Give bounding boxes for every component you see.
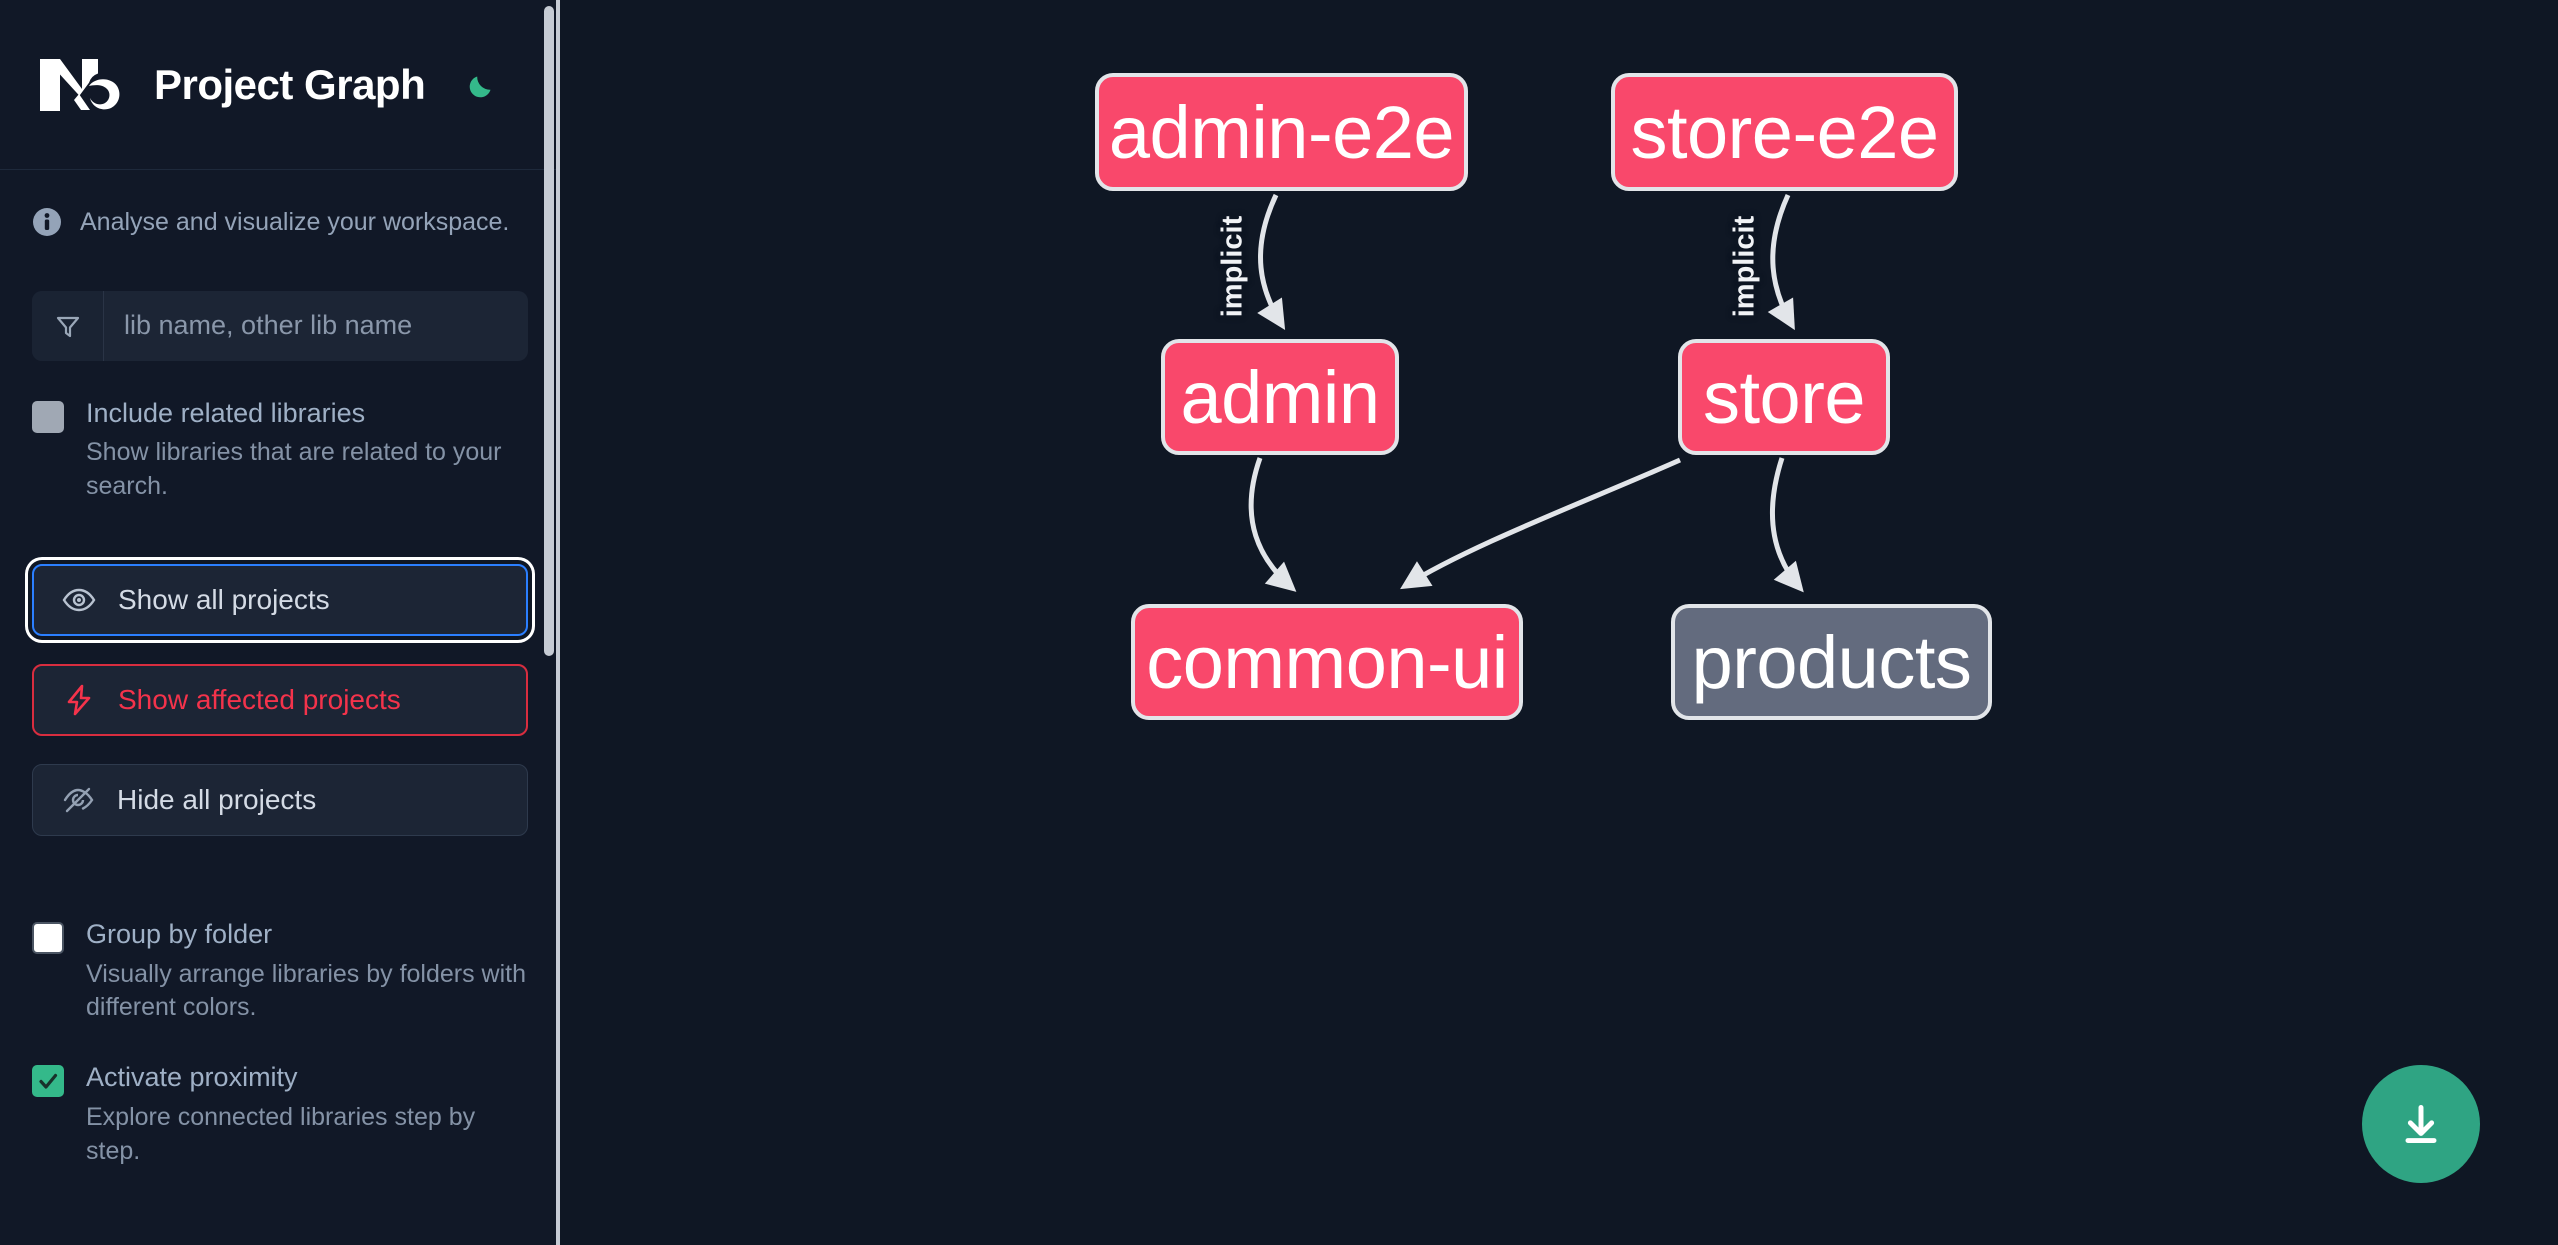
search-input[interactable] [104, 290, 528, 361]
sidebar-edge [556, 0, 560, 1245]
node-label: admin-e2e [1108, 90, 1455, 174]
node-label: store-e2e [1630, 90, 1939, 174]
option-group-by-folder[interactable]: Group by folder Visually arrange librari… [0, 882, 560, 1025]
graph-node-admin-e2e[interactable]: admin-e2e [1095, 73, 1468, 191]
hide-all-projects-label: Hide all projects [117, 783, 317, 815]
show-affected-projects-label: Show affected projects [118, 683, 401, 715]
activate-proximity-label: Activate proximity [86, 1062, 298, 1092]
info-icon [32, 207, 62, 237]
graph-edges [1248, 193, 1804, 593]
workspace-description: Analyse and visualize your workspace. [0, 170, 560, 239]
node-label: store [1702, 355, 1866, 439]
graph-node-store[interactable]: store [1678, 339, 1890, 455]
sidebar-header: Project Graph [0, 0, 560, 170]
search-input-wrapper[interactable] [32, 290, 528, 361]
sidebar-scrollbar[interactable] [544, 6, 554, 656]
checkmark-icon [39, 1073, 58, 1089]
node-label: products [1691, 620, 1972, 704]
option-activate-proximity[interactable]: Activate proximity Explore connected lib… [0, 1025, 560, 1168]
activate-proximity-checkbox[interactable] [32, 1065, 64, 1097]
show-affected-projects-button[interactable]: Show affected projects [32, 663, 528, 736]
node-label: common-ui [1146, 620, 1508, 704]
group-by-folder-sublabel: Visually arrange libraries by folders wi… [86, 959, 527, 1022]
graph-node-products[interactable]: products [1671, 604, 1992, 720]
group-by-folder-label: Group by folder [86, 918, 273, 949]
hide-all-projects-button[interactable]: Hide all projects [32, 763, 528, 836]
description-text: Analyse and visualize your workspace. [80, 208, 510, 236]
show-all-projects-label: Show all projects [118, 583, 330, 615]
group-by-folder-checkbox[interactable] [32, 921, 64, 954]
include-related-libraries-checkbox[interactable] [32, 400, 64, 433]
eye-icon [62, 583, 96, 617]
option-include-related-libraries[interactable]: Include related libraries Show libraries… [0, 361, 560, 504]
download-image-button[interactable] [2362, 1065, 2480, 1183]
sidebar: Project Graph Analyse and visualize your… [0, 0, 560, 1245]
graph-node-admin[interactable]: admin [1161, 339, 1399, 455]
project-graph-canvas[interactable]: admin-e2e store-e2e admin store common-u… [560, 0, 2558, 1245]
graph-node-common-ui[interactable]: common-ui [1131, 604, 1523, 720]
nx-logo-icon [32, 50, 122, 120]
include-related-libraries-sublabel: Show libraries that are related to your … [86, 438, 502, 500]
filter-funnel-icon [32, 290, 104, 361]
spacer [0, 836, 560, 882]
include-related-libraries-label: Include related libraries [86, 397, 366, 428]
page-title: Project Graph [154, 60, 426, 108]
activate-proximity-sublabel: Explore connected libraries step by step… [86, 1102, 476, 1165]
moon-icon[interactable] [459, 62, 505, 108]
graph-node-store-e2e[interactable]: store-e2e [1611, 73, 1958, 191]
node-label: admin [1180, 355, 1380, 439]
download-icon [2395, 1098, 2447, 1150]
eye-off-icon [61, 783, 95, 817]
lightning-bolt-icon [62, 683, 96, 717]
show-all-projects-button[interactable]: Show all projects [32, 563, 528, 636]
